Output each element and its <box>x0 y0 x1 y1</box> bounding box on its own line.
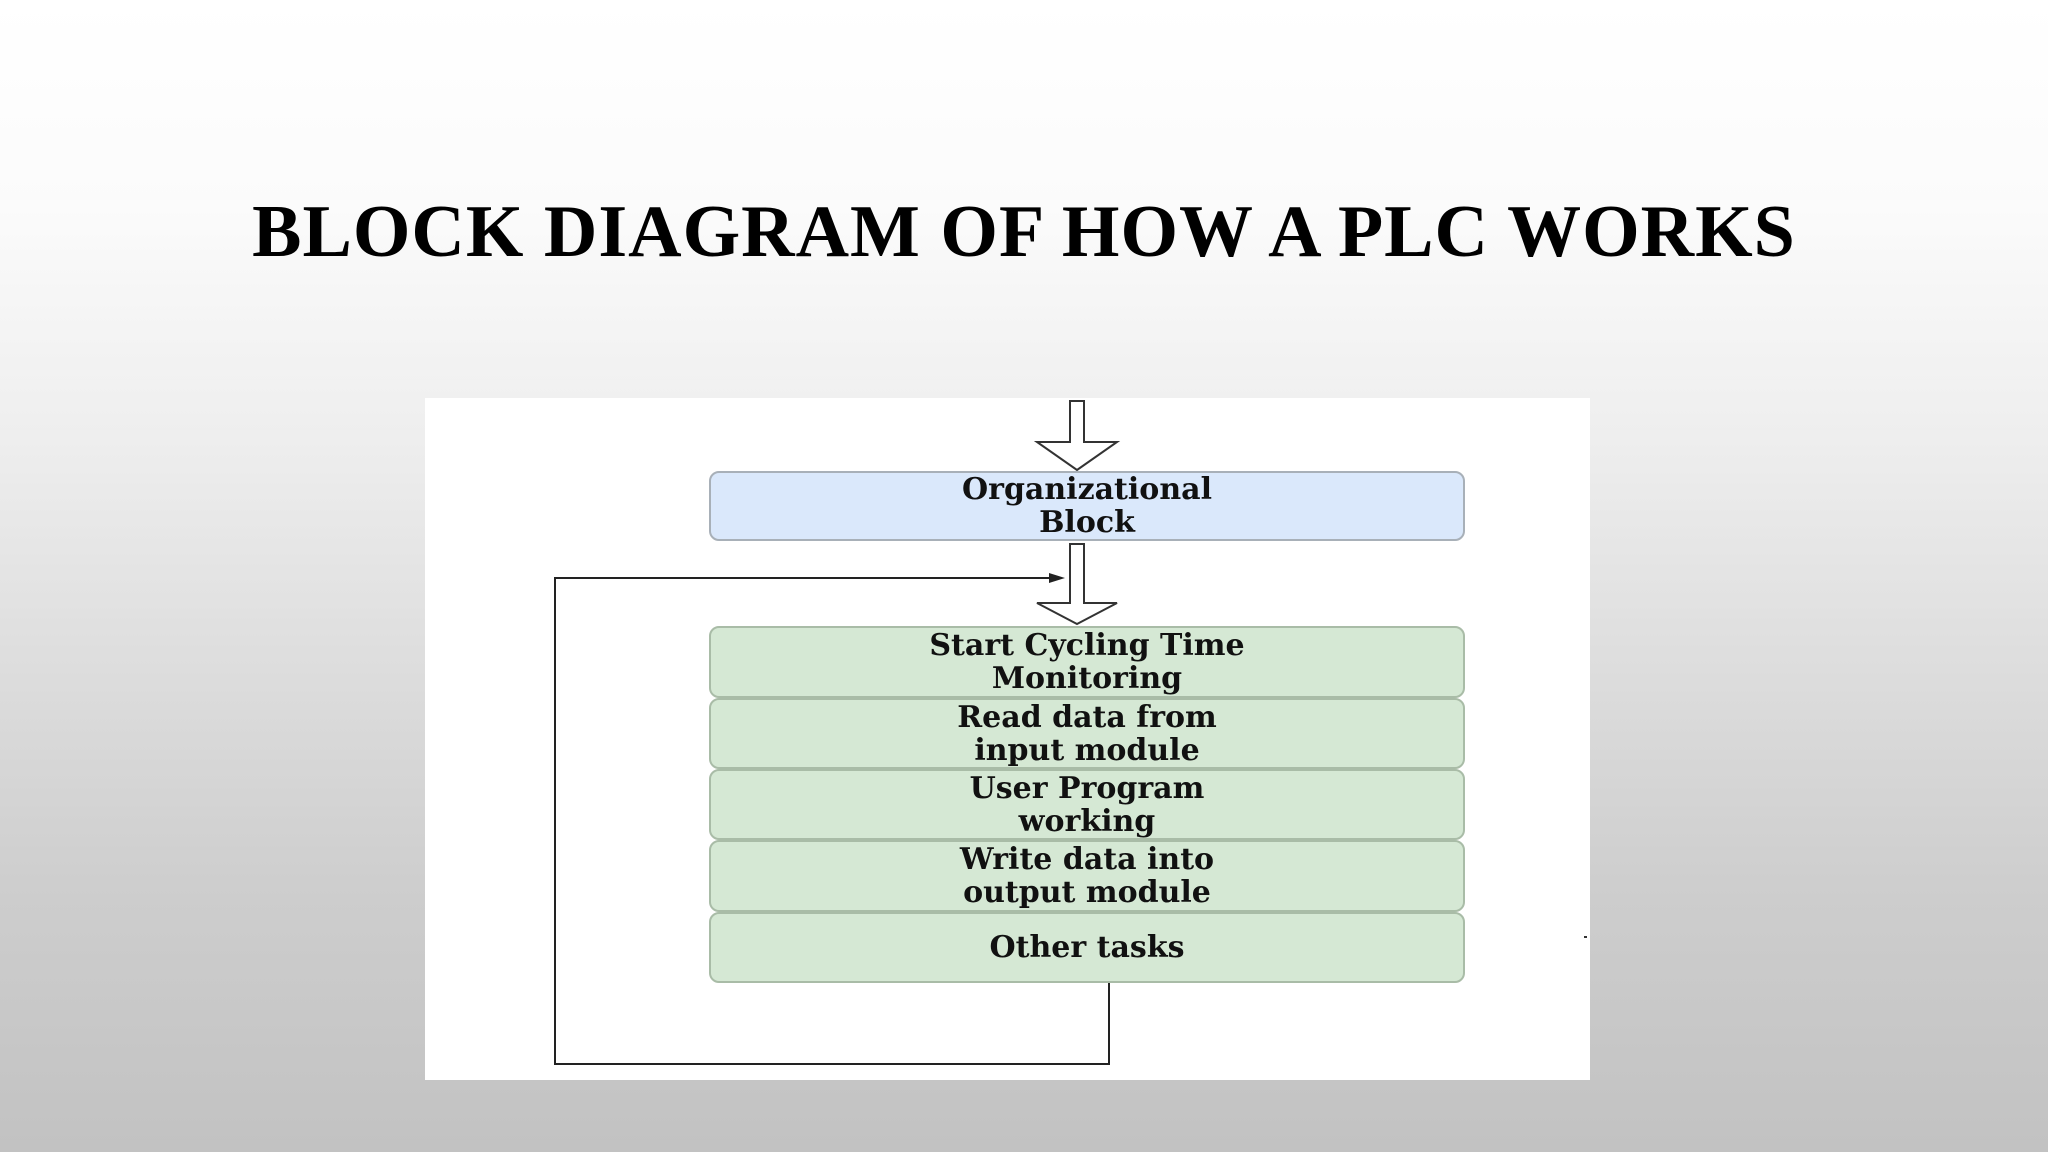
step-user-program-working: User Program working <box>709 769 1465 840</box>
step-read-input-module: Read data from input module <box>709 698 1465 769</box>
flow-arrow <box>1036 543 1118 626</box>
step-start-cycling-time-monitoring: Start Cycling Time Monitoring <box>709 626 1465 698</box>
loop-back-arrowhead <box>1049 573 1065 583</box>
entry-arrow-shape <box>1033 400 1121 472</box>
step-write-output-module: Write data into output module <box>709 840 1465 912</box>
stray-mark <box>1584 936 1587 938</box>
plc-block-diagram: Organizational Block Start Cycling Time … <box>425 398 1590 1080</box>
organizational-block: Organizational Block <box>709 471 1465 541</box>
loop-back-line <box>554 577 1110 1065</box>
slide-title: BLOCK DIAGRAM OF HOW A PLC WORKS <box>252 191 1796 273</box>
step-other-tasks: Other tasks <box>709 912 1465 983</box>
diagram-connectors <box>554 400 1587 1065</box>
